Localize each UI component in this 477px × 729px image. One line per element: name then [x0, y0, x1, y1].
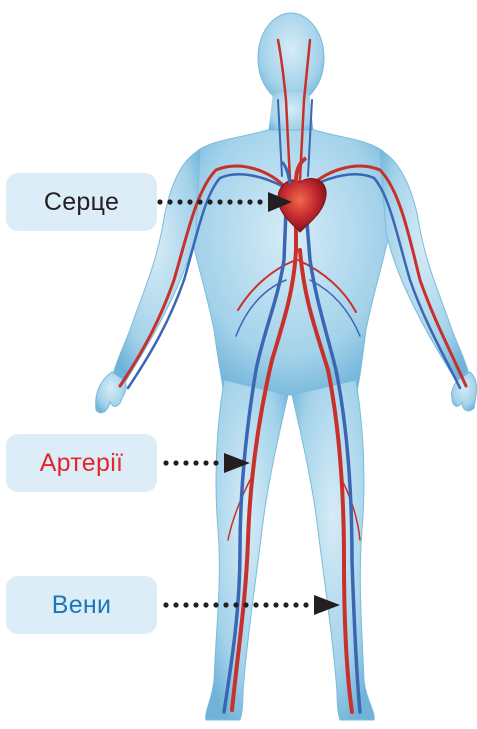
veins-label-box: Вени: [6, 576, 157, 634]
heart-label: Серце: [44, 188, 119, 217]
right-arm: [380, 150, 470, 384]
veins-label: Вени: [52, 591, 112, 620]
arteries-label: Артерії: [40, 449, 124, 478]
right-leg: [292, 380, 374, 720]
neck: [268, 92, 314, 135]
arteries-label-box: Артерії: [6, 434, 157, 492]
head: [258, 13, 324, 103]
left-hand: [96, 372, 127, 413]
heart-label-box: Серце: [6, 173, 157, 231]
